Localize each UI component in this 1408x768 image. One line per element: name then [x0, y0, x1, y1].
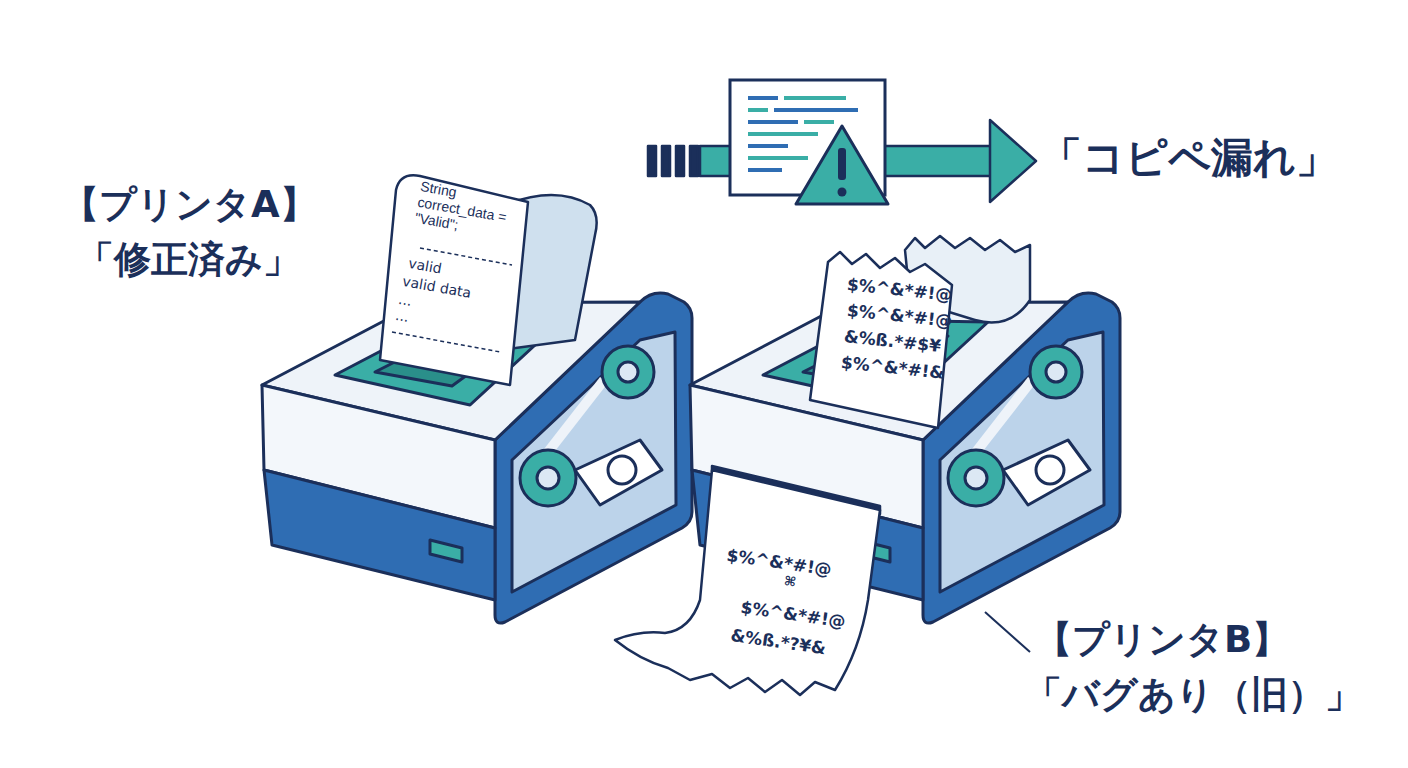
warning-triangle: [796, 126, 888, 204]
arrow-head: [990, 120, 1036, 202]
arrow-stripe: [690, 146, 698, 176]
warning-dot: [838, 188, 847, 197]
code-line: [748, 156, 808, 160]
code-text: String correct_data = "Valid";: [414, 178, 516, 242]
arrow-stripe: [648, 146, 656, 176]
garbled-text: $%^&*#!@: [846, 301, 953, 332]
code-document: [730, 80, 888, 204]
printer-status: 「バグあり（旧）」: [1025, 675, 1362, 716]
printer-a-paper: [380, 175, 597, 385]
code-line: [748, 108, 768, 112]
leader-line: [985, 612, 1030, 652]
printer-node: 【プリンタB】「バグあり（旧）」: [690, 290, 1120, 620]
printer-name: 【プリンタA】: [62, 185, 317, 226]
printer-name: 【プリンタB】: [1035, 620, 1289, 661]
code-line: [748, 96, 778, 100]
paper-text: valid: [407, 255, 443, 277]
paper-sheet: [380, 175, 528, 385]
garbled-text: $%^&*#!@: [725, 546, 833, 580]
garbled-text: $%^&*#!@: [739, 598, 847, 632]
printer-node: 【プリンタA】「修正済み」: [262, 290, 692, 620]
paper-dash: [392, 332, 500, 352]
garbled-text: &%ß.*?¥&: [729, 626, 827, 659]
callout-text: 「コピペ漏れ」: [1040, 134, 1338, 182]
printer-status: 「修正済み」: [77, 240, 300, 281]
arrow-stripe: [662, 146, 670, 176]
code-line: [748, 120, 798, 124]
garbled-text: &%ß.*#$¥: [843, 327, 942, 357]
garbled-text: ⌘: [783, 574, 797, 590]
code-line: [748, 168, 782, 172]
code-line: [748, 144, 788, 148]
code-line: [784, 96, 846, 100]
arrow-stripe: [676, 146, 684, 176]
garbled-text: $%^&*#!@: [846, 275, 953, 306]
printer-b-paper: [615, 236, 1030, 695]
code-line: [804, 120, 834, 124]
warning-mark: [838, 148, 846, 180]
code-line: [748, 132, 818, 136]
paper-text: ...: [394, 307, 410, 325]
paper-text: ...: [397, 291, 413, 309]
front-paper: [615, 470, 880, 695]
code-line: [774, 108, 858, 112]
garbled-text: $%^&*#!&: [840, 353, 945, 383]
